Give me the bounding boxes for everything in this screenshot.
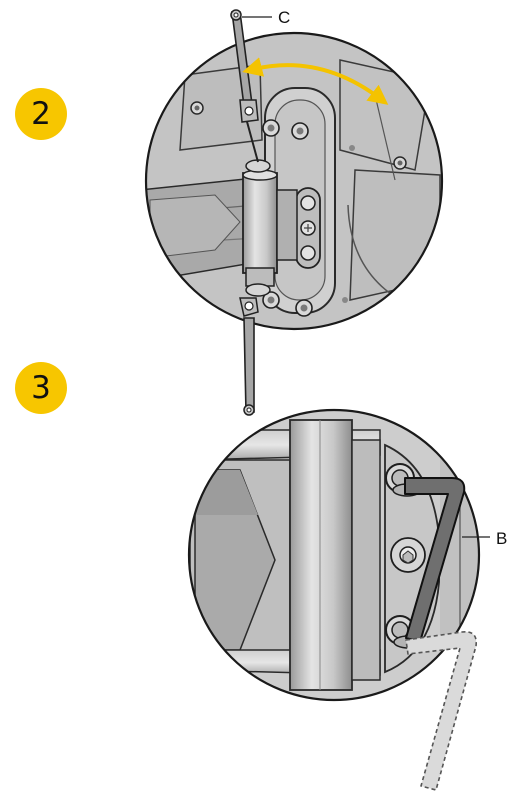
step-2-badge: 2 [15,88,67,140]
hex-key-b [404,477,466,643]
lower-lever [239,297,259,416]
step-3-badge: 3 [15,362,67,414]
rotation-arrow [242,57,389,105]
hex-key-alternate-position [405,630,478,791]
callout-c-label: C [278,8,291,27]
detail-circle-step-3 [187,408,481,702]
plate-bolts [262,119,313,317]
step-2-number: 2 [31,96,51,132]
callout-b-label: B [496,529,508,548]
step-3-number: 3 [31,370,51,406]
detail-circle-step-2 [144,31,444,331]
